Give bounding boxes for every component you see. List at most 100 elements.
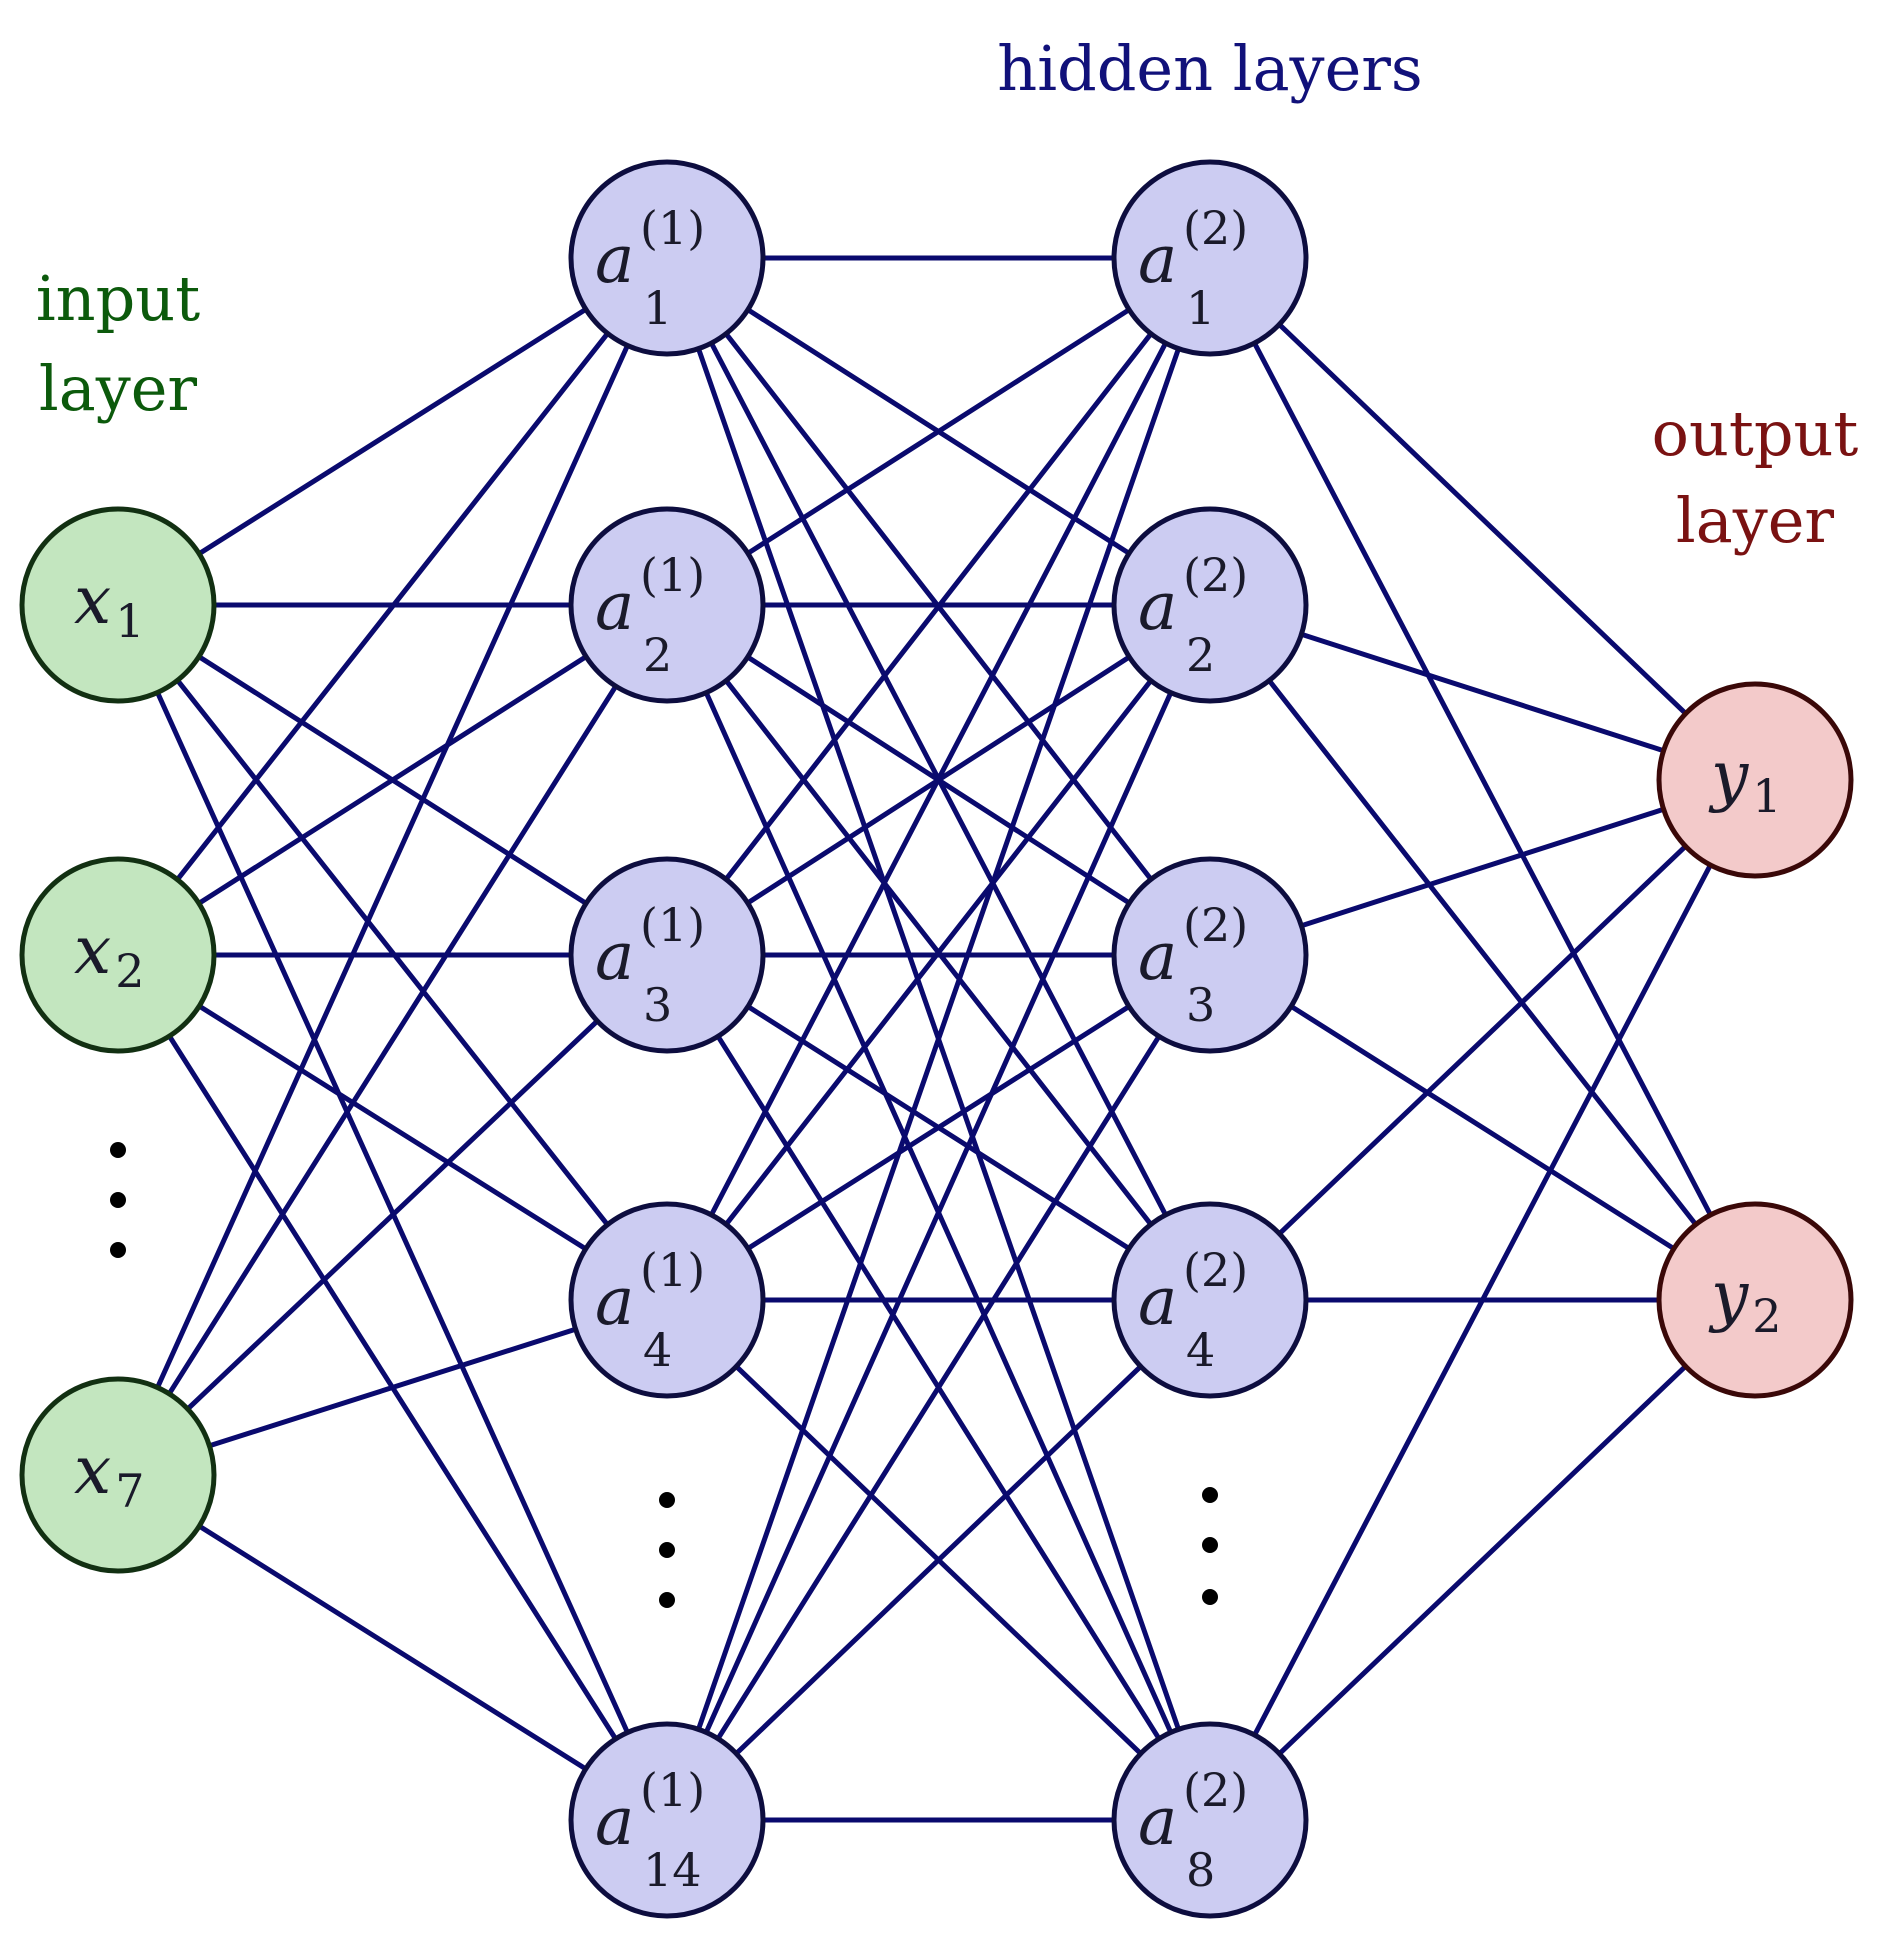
neuron-label: a: [1138, 221, 1177, 298]
neuron-label-superscript: (2): [1183, 548, 1248, 602]
edge-hidden2-2-to-output-1: [1288, 1003, 1677, 1252]
edge-hidden1-1-to-hidden2-0: [745, 307, 1132, 556]
ellipsis-dot-input-2: [110, 1242, 126, 1258]
neuron-label: a: [595, 221, 634, 298]
neuron-label: a: [595, 568, 634, 645]
neuron-label-superscript: (1): [640, 548, 705, 602]
neuron-label-superscript: (2): [1183, 1243, 1248, 1297]
ellipsis-dots: [110, 1142, 1218, 1608]
neuron-label-subscript: 2: [643, 628, 672, 682]
neuron-label-base: y: [1708, 737, 1749, 814]
neuron-label-subscript: 14: [643, 1843, 702, 1897]
edge-hidden2-2-to-output-0: [1298, 806, 1667, 929]
neuron-label-base: a: [1138, 918, 1177, 995]
edge-hidden1-3-to-hidden2-2: [745, 1004, 1132, 1251]
edge-input-1-to-hidden1-3: [196, 1003, 589, 1252]
neuron-label: a: [595, 1783, 634, 1860]
neuron-label-base: x: [74, 912, 111, 989]
edge-hidden2-4-to-output-0: [1252, 862, 1713, 1738]
neuron-input-x2: x2: [19, 856, 217, 1054]
neuron-output-y1: y1: [1656, 681, 1854, 879]
neuron-label: a: [1138, 1263, 1177, 1340]
neuron-label-subscript: 8: [1186, 1843, 1215, 1897]
edge-hidden2-1-to-output-1: [1266, 678, 1699, 1227]
edge-hidden2-4-to-output-1: [1277, 1363, 1688, 1757]
edge-hidden1-4-to-hidden2-0: [696, 346, 1181, 1732]
neuron-label: x1: [74, 562, 145, 648]
ellipsis-dot-hidden1-1: [659, 1542, 675, 1558]
edge-input-2-to-hidden1-3: [207, 1326, 578, 1449]
ellipsis-dot-hidden2-1: [1202, 1537, 1218, 1553]
edge-hidden1-2-to-hidden2-0: [723, 331, 1154, 882]
edge-hidden2-0-to-output-0: [1276, 321, 1689, 717]
edge-hidden1-3-to-hidden2-0: [708, 340, 1169, 1218]
neuron-label-base: a: [1138, 568, 1177, 645]
edge-hidden2-1-to-output-0: [1298, 631, 1667, 754]
input-layer-label-line2: layer: [39, 352, 198, 425]
neuron-label-base: a: [1138, 1783, 1177, 1860]
neuron-circle: [1111, 1721, 1309, 1919]
neuron-hidden1-a3: a(1) 3: [568, 856, 766, 1054]
edge-input-2-to-hidden1-4: [196, 1523, 589, 1772]
edge-input-2-to-hidden1-2: [185, 1018, 600, 1412]
connections: [155, 255, 1713, 1823]
neuron-circle: [19, 506, 217, 704]
neuron-label: y2: [1708, 1257, 1782, 1343]
neuron-label-superscript: (1): [640, 898, 705, 952]
neuron-hidden2-a1: a(2)1: [1111, 159, 1309, 357]
neuron-label-base: a: [595, 918, 634, 995]
neuron-input-x7: x7: [19, 1376, 217, 1574]
edge-hidden2-3-to-output-0: [1277, 843, 1688, 1237]
neuron-label-subscript: 1: [1186, 281, 1215, 335]
neuron-label-base: a: [595, 1783, 634, 1860]
neuron-hidden2-a3: a(2)3: [1111, 856, 1309, 1054]
edge-input-1-to-hidden1-0: [174, 330, 611, 883]
neuron-circle: [19, 856, 217, 1054]
ellipsis-dot-input-1: [110, 1192, 126, 1208]
neuron-hidden1-a4: a(1) 4: [568, 1201, 766, 1399]
neuron-hidden2-a4: a(2) 4: [1111, 1201, 1309, 1399]
neuron-label: a: [1138, 1783, 1177, 1860]
neuron-label: x2: [74, 912, 145, 998]
neuron-circle: [568, 1201, 766, 1399]
neuron-hidden1-a1: a(1)1: [568, 159, 766, 357]
neuron-label-superscript: (1): [640, 1243, 705, 1297]
neuron-hidden1-a2: a(1) 2: [568, 506, 766, 704]
edge-input-0-to-hidden1-0: [196, 306, 589, 557]
ellipsis-dot-hidden2-2: [1202, 1589, 1218, 1605]
neuron-label-superscript: (2): [1183, 1763, 1248, 1817]
neuron-label-superscript: (1): [640, 1763, 705, 1817]
neuron-label-subscript: 3: [643, 978, 672, 1032]
neurons: x1x2x7a(1)1a(1)2a(1)3a(1)4a(1)14a(2)1a(2…: [19, 159, 1854, 1919]
neuron-output-y2: y2: [1656, 1201, 1854, 1399]
neuron-circle: [1111, 159, 1309, 357]
neuron-label-subscript: 2: [115, 944, 144, 998]
neuron-circle: [1656, 681, 1854, 879]
input-layer-label-line1: input: [36, 262, 200, 335]
layer-labels: input layer hidden layers output layer: [36, 32, 1859, 557]
neuron-circle: [19, 1376, 217, 1574]
neuron-label: a: [1138, 568, 1177, 645]
neuron-circle: [568, 1721, 766, 1919]
edge-input-1-to-hidden1-1: [196, 654, 589, 906]
ellipsis-dot-hidden1-0: [659, 1492, 675, 1508]
neuron-label: y1: [1708, 737, 1782, 823]
edge-hidden1-4-to-hidden2-2: [715, 1033, 1162, 1742]
ellipsis-dot-input-0: [110, 1142, 126, 1158]
neuron-label-subscript: 4: [1186, 1323, 1215, 1377]
neuron-label-subscript: 2: [1186, 628, 1215, 682]
neuron-label-base: a: [595, 221, 634, 298]
hidden-layers-label: hidden layers: [997, 32, 1422, 105]
neuron-circle: [568, 506, 766, 704]
neuron-label-subscript: 4: [643, 1323, 672, 1377]
neuron-label-base: a: [595, 1263, 634, 1340]
neuron-label-base: a: [1138, 1263, 1177, 1340]
edge-hidden1-4-to-hidden2-1: [703, 690, 1174, 1735]
edge-input-2-to-hidden1-1: [166, 683, 619, 1397]
neuron-label-base: a: [595, 568, 634, 645]
neuron-hidden2-a8: a(2) 8: [1111, 1721, 1309, 1919]
edge-input-2-to-hidden1-0: [155, 343, 630, 1390]
neuron-label-superscript: (2): [1183, 898, 1248, 952]
output-layer-label-line1: output: [1652, 397, 1859, 470]
